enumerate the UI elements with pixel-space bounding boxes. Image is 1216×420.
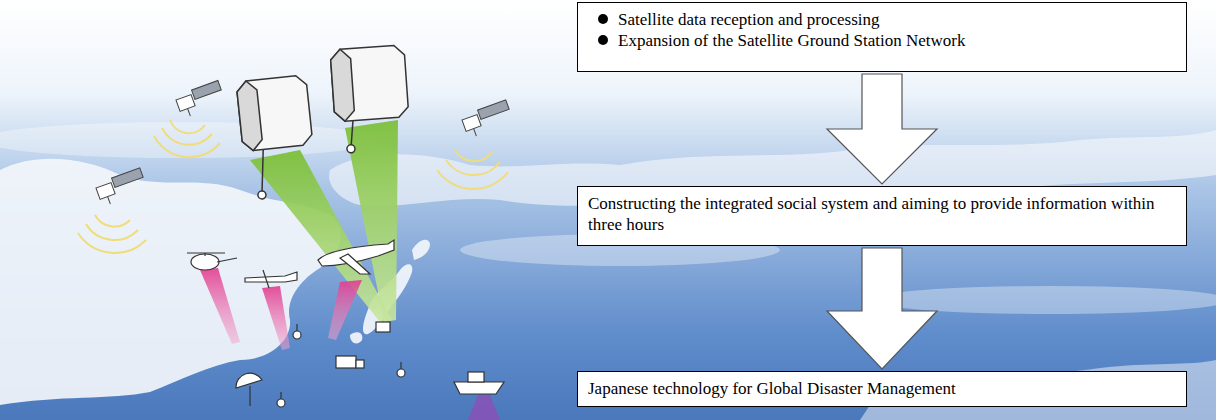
box-text: Japanese technology for Global Disaster … (588, 378, 1176, 399)
box-text: Constructing the integrated social syste… (588, 193, 1176, 236)
block-arrow (827, 74, 937, 184)
process-box: Satellite data reception and processingE… (577, 2, 1187, 72)
result-box: Japanese technology for Global Disaster … (577, 371, 1187, 407)
bullet-item: Satellite data reception and processing (588, 9, 1176, 30)
block-arrow (827, 248, 937, 369)
process-box: Constructing the integrated social syste… (577, 186, 1187, 246)
bullet-item: Expansion of the Satellite Ground Statio… (588, 30, 1176, 51)
